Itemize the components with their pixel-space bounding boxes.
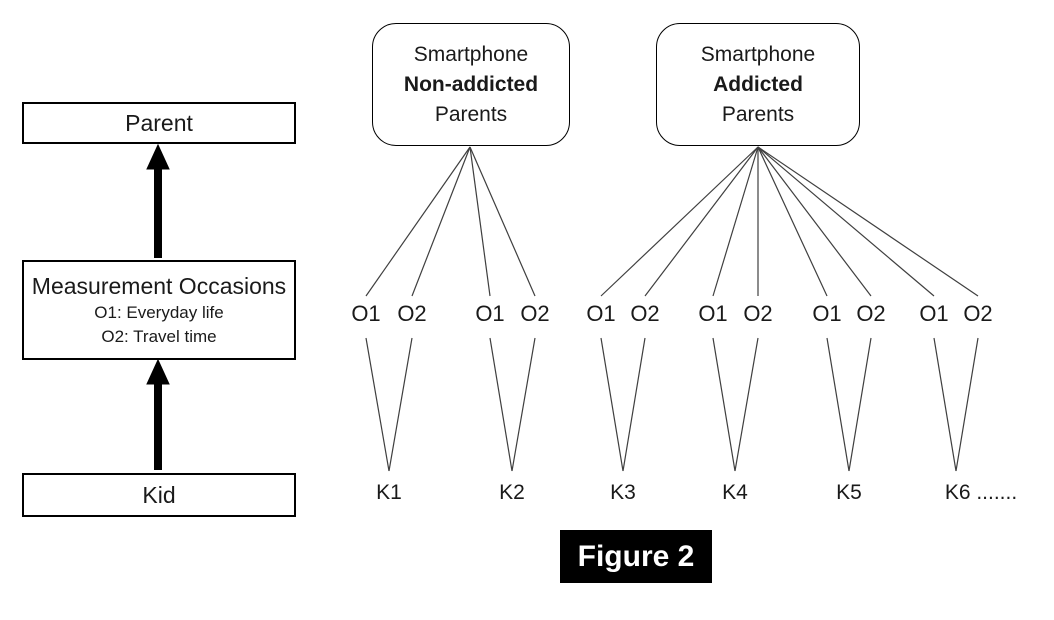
figure-caption-text: Figure 2: [577, 539, 695, 573]
occasion-label: O2: [630, 301, 660, 326]
kid-label: K6 .......: [944, 481, 1018, 504]
addicted-line-1: Smartphone: [700, 42, 816, 66]
occasion-label: O1: [475, 301, 505, 326]
occasion-label: O2: [963, 301, 993, 326]
arrow-kid-to-measurement: [146, 358, 170, 470]
occasion-2-definition: O2: Travel time: [101, 327, 217, 346]
arrow-measurement-to-parent: [146, 143, 170, 258]
kid-box: Kid: [22, 473, 296, 517]
kid-label: K1: [376, 481, 402, 504]
parent-box: Parent: [22, 102, 296, 144]
kid-box-label: Kid: [142, 482, 176, 508]
parent-box-label: Parent: [125, 110, 193, 136]
kid-label: K5: [836, 481, 862, 504]
measurement-occasions-title: Measurement Occasions: [31, 273, 287, 299]
occasion-label: O2: [397, 301, 427, 326]
kid-label: K4: [722, 481, 748, 504]
occasion-label: O1: [919, 301, 949, 326]
fan-lines-addicted-group: [600, 146, 979, 297]
fan-lines-non-addicted-group: [365, 146, 536, 297]
kid-label: K3: [610, 481, 636, 504]
occasion-label: O1: [698, 301, 728, 326]
figure-caption: Figure 2: [560, 530, 712, 583]
occasion-label: O1: [586, 301, 616, 326]
occasion-label: O1: [812, 301, 842, 326]
measurement-occasions-box: Measurement Occasions O1: Everyday life …: [22, 260, 296, 360]
occasion-1-definition: O1: Everyday life: [94, 303, 224, 322]
non-addicted-parents-box: Smartphone Non-addicted Parents: [372, 23, 570, 146]
addicted-line-2: Addicted: [713, 72, 803, 96]
non-addicted-line-2: Non-addicted: [403, 72, 539, 96]
non-addicted-line-1: Smartphone: [413, 42, 529, 66]
occasion-label: O2: [520, 301, 550, 326]
occasion-label: O1: [351, 301, 381, 326]
addicted-parents-box: Smartphone Addicted Parents: [656, 23, 860, 146]
kid-label: K2: [499, 481, 525, 504]
occasion-label: O2: [856, 301, 886, 326]
occasion-to-kid-lines: [365, 337, 979, 472]
non-addicted-line-3: Parents: [434, 102, 508, 126]
occasion-label: O2: [743, 301, 773, 326]
addicted-line-3: Parents: [721, 102, 795, 126]
